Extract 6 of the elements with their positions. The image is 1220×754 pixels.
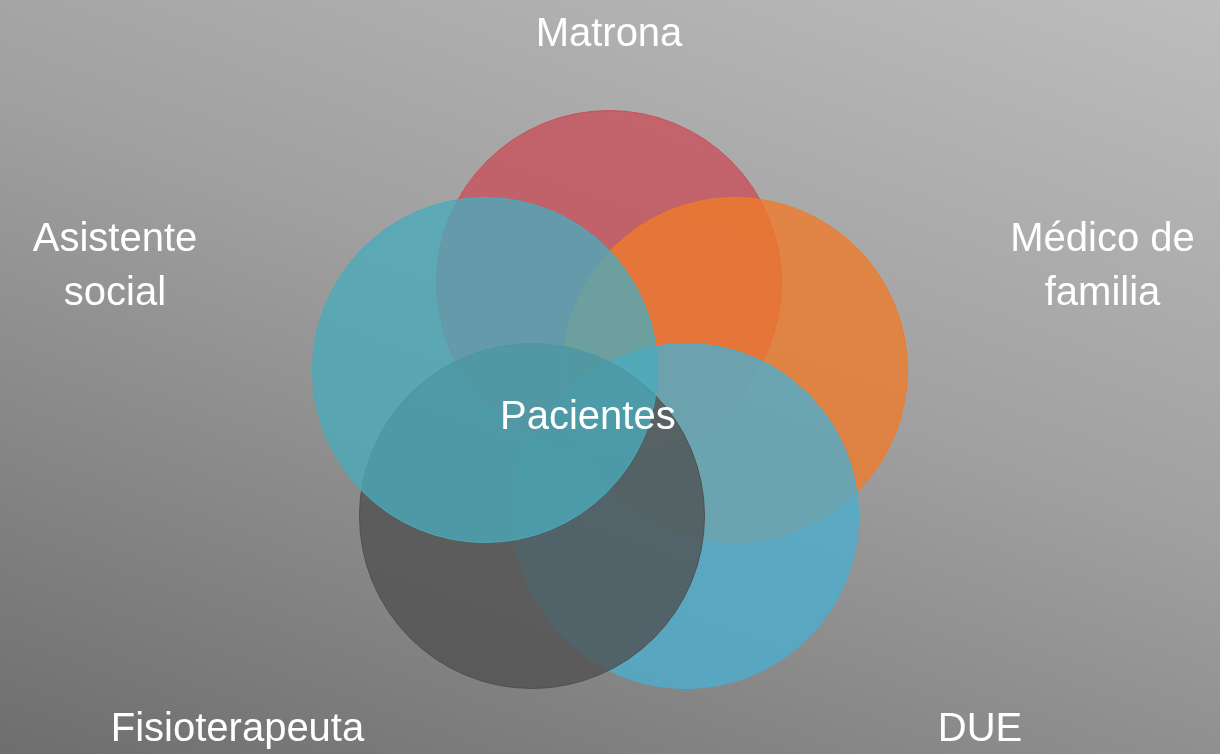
circle-label: DUE xyxy=(936,704,1024,751)
circle-label: Fisioterapeuta xyxy=(109,704,366,751)
center-label: Pacientes xyxy=(500,392,676,439)
circle-label: Médico de familia xyxy=(1009,214,1196,315)
circle-label: Asistente social xyxy=(31,214,199,315)
circle-label: Matrona xyxy=(534,9,684,56)
